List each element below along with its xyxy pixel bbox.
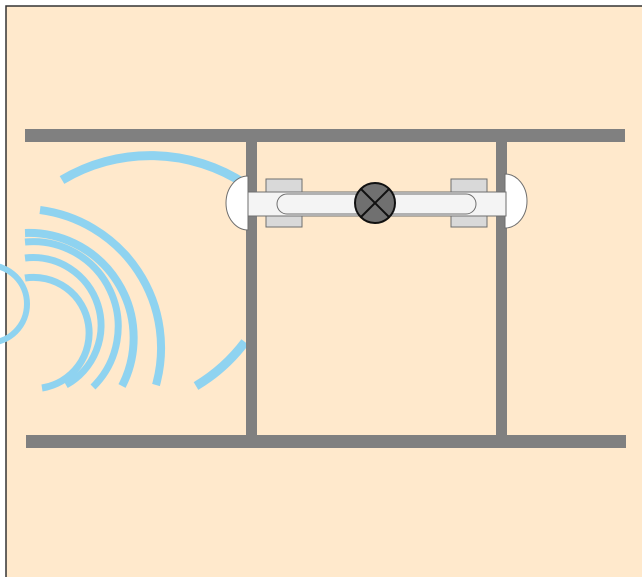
wave-arc-4 <box>24 238 122 390</box>
tube-inner-right <box>465 193 477 215</box>
wave-group <box>0 151 249 392</box>
top-rail <box>25 129 625 142</box>
wave-arc-3 <box>24 254 105 389</box>
light-fixture <box>225 173 528 231</box>
left-post <box>246 135 257 442</box>
right-post <box>496 135 507 442</box>
wave-arc-2 <box>24 273 93 392</box>
wave-arc-6 <box>39 206 166 387</box>
wave-arc-5 <box>24 228 138 388</box>
tube-inner-left <box>276 193 288 215</box>
right-end-cap <box>504 173 528 229</box>
bottom-rail <box>26 435 626 448</box>
left-end-cap <box>225 175 249 231</box>
cross-circle-icon <box>354 182 396 224</box>
wave-arc-7 <box>59 151 249 390</box>
background-panel <box>5 5 642 577</box>
wave-arc-1 <box>0 263 30 345</box>
